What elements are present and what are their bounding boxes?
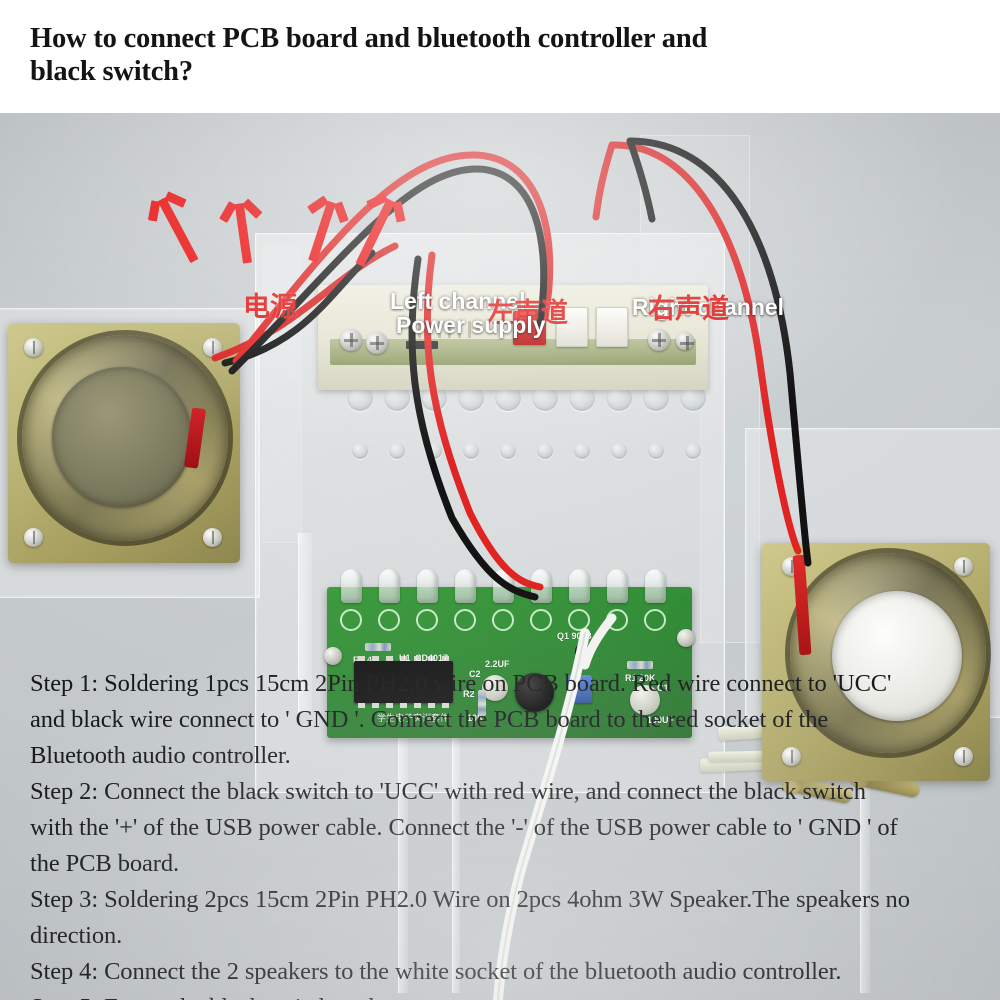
acrylic-edge-right <box>700 313 760 643</box>
led <box>417 569 438 603</box>
acrylic-hole-small <box>500 443 516 459</box>
acrylic-strip <box>398 673 408 993</box>
led <box>607 569 628 603</box>
speaker-right <box>762 543 990 781</box>
acrylic-strip <box>860 673 870 993</box>
acrylic-hole-small <box>537 443 553 459</box>
silk-c2: C2 <box>469 669 481 679</box>
speaker-right-dustcap <box>832 591 962 721</box>
acrylic-hole-small <box>426 443 442 459</box>
led <box>341 569 362 603</box>
silk-c1: C1 <box>657 683 669 693</box>
step-line: and black wire connect to ' GND '. Conne… <box>30 706 829 733</box>
step-line: Step 3: Soldering 2pcs 15cm 2Pin PH2.0 W… <box>30 886 910 913</box>
instruction-steps: Step 1: Soldering 1pcs 15cm 2Pin PH2.0 w… <box>30 666 975 1000</box>
label-power-supply-en: Power supply <box>396 312 546 338</box>
arrow-left-channel <box>234 202 252 264</box>
page-title-line-2: black switch? <box>30 56 193 87</box>
speaker-screw <box>954 747 973 766</box>
pcb-screw <box>324 647 342 665</box>
led <box>455 569 476 603</box>
acrylic-hole-small <box>648 443 664 459</box>
acrylic-hole-small <box>463 443 479 459</box>
page-title-line-1: How to connect PCB board and bluetooth c… <box>30 23 708 54</box>
resistor-r1-20k <box>627 661 653 669</box>
acrylic-hole-small <box>389 443 405 459</box>
label-left-channel-cn: 左声道 <box>487 298 568 328</box>
step-line: Step 4: Connect the 2 speakers to the wh… <box>30 958 842 985</box>
led <box>531 569 552 603</box>
step-line: Bluetooth audio controller. <box>30 742 291 769</box>
capacitor-c1 <box>630 685 660 715</box>
silk-r1-20k: R1 20K <box>625 673 656 683</box>
acrylic-hole-small <box>685 443 701 459</box>
acrylic-hole-row-lower <box>352 443 701 459</box>
speaker-screw <box>203 528 222 547</box>
right-channel-socket-white[interactable] <box>596 307 628 347</box>
instruction-photo: R1 4/0 U1 CD4017 C2 <box>0 113 1000 1000</box>
led <box>645 569 666 603</box>
resistor <box>365 643 391 651</box>
speaker-screw <box>24 528 43 547</box>
speaker-left <box>8 323 240 563</box>
module-screw <box>676 332 694 350</box>
label-left-channel-cn-wrap: 左声道 <box>487 291 568 330</box>
acrylic-hole-small <box>352 443 368 459</box>
module-screw <box>340 329 362 351</box>
bt-smd-component <box>406 341 438 349</box>
step-line: with the '+' of the USB power cable. Con… <box>30 814 898 841</box>
ic-cd4017 <box>354 656 453 708</box>
step-line: the PCB board. <box>30 850 179 877</box>
label-right-channel: Right channel <box>632 294 784 321</box>
silk-100uf: 100UF <box>647 715 675 725</box>
speaker-screw <box>24 338 43 357</box>
acrylic-strip <box>298 533 312 713</box>
module-screw <box>648 329 670 351</box>
led <box>493 569 514 603</box>
silk-r2: R2 <box>463 689 475 699</box>
label-left-channel-en: Left channel <box>390 288 526 314</box>
label-left-channel: Left channel <box>390 288 525 315</box>
silk-r1: R1 4/0 <box>353 655 380 665</box>
step-line: Step 1: Soldering 1pcs 15cm 2Pin PH2.0 w… <box>30 670 892 697</box>
label-right-channel-cn-wrap: 右声道 <box>648 287 729 326</box>
speaker-left-dustcap <box>52 367 192 507</box>
speaker-screw <box>203 338 222 357</box>
acrylic-strip <box>452 673 460 993</box>
step-line: Step 5: Fasten the black switch to the c… <box>30 990 975 1000</box>
module-screw <box>366 332 388 354</box>
label-right-channel-en: Right channel <box>632 294 785 320</box>
label-right-channel-cn: 右声道 <box>648 294 729 324</box>
step-line: Step 2: Connect the black switch to 'UCC… <box>30 778 866 805</box>
speaker-screw <box>782 747 801 766</box>
silk-q1: Q1 9018 <box>557 631 592 641</box>
acrylic-hole-small <box>574 443 590 459</box>
left-channel-socket-white[interactable] <box>556 307 588 347</box>
led <box>569 569 590 603</box>
label-power-supply-cn-wrap: 电源 <box>243 285 297 324</box>
label-power-supply-cn: 电源 <box>243 292 297 322</box>
silk-u1: U1 <box>399 653 411 663</box>
arrow-power-supply <box>157 197 199 264</box>
silk-chinese-label: 学生电子实训套件 <box>377 713 450 723</box>
step-line: direction. <box>30 922 123 949</box>
transistor-q1 <box>575 643 591 656</box>
acrylic-hole-small <box>611 443 627 459</box>
label-power-supply-wrap: Power supply <box>396 290 546 338</box>
silk-10k: 10K <box>467 713 484 723</box>
pcb-screw <box>677 629 695 647</box>
led <box>379 569 400 603</box>
speaker-screw <box>954 557 973 576</box>
silk-cd4017: CD4017 <box>415 653 449 663</box>
page-title: How to connect PCB board and bluetooth c… <box>0 0 1000 113</box>
